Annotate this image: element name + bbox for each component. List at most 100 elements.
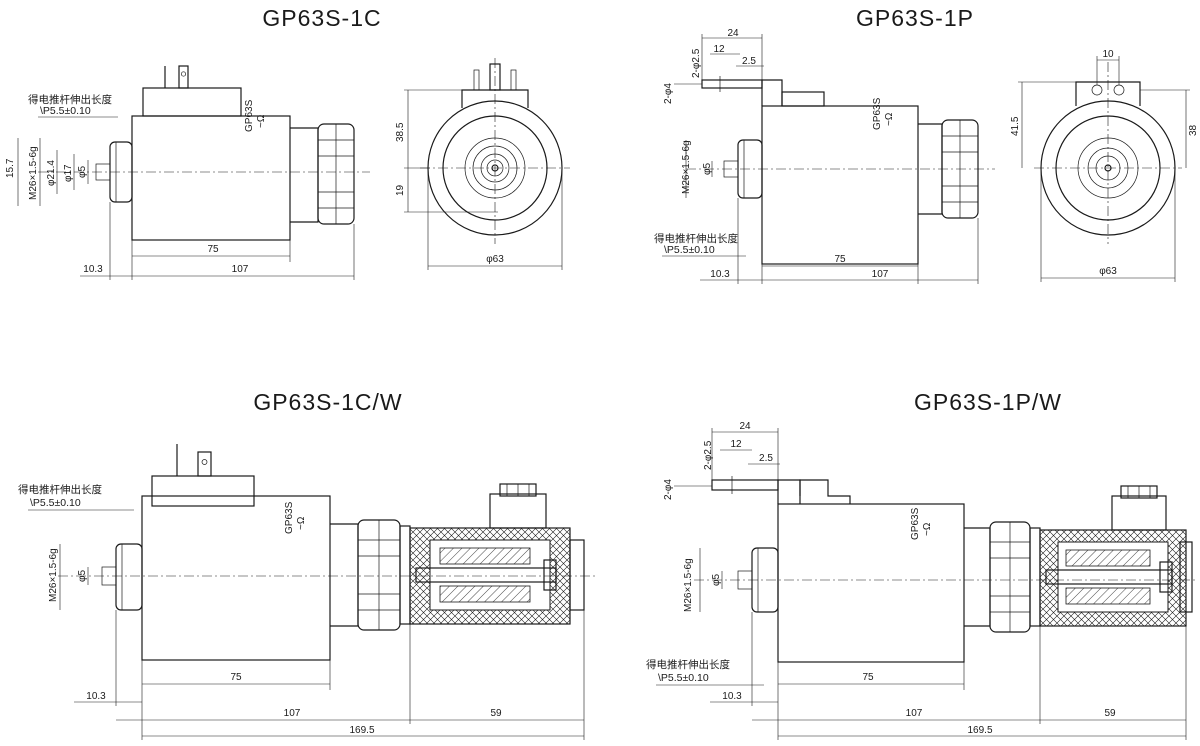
dim-2-d2-5: 2-φ2.5 bbox=[691, 48, 702, 78]
front-view bbox=[420, 58, 570, 244]
coil-body bbox=[777, 503, 965, 663]
stroke-note-label: 得电推杆伸出长度 bbox=[646, 658, 730, 671]
view-title: GP63S-1C bbox=[262, 5, 381, 31]
dim-d5: φ5 bbox=[77, 166, 88, 178]
pin-socket bbox=[701, 79, 763, 89]
dim-d63: φ63 bbox=[486, 254, 504, 265]
plug-housing bbox=[799, 479, 851, 504]
dim-d17: φ17 bbox=[63, 164, 74, 182]
dim-thread: M26×1.5-6g bbox=[28, 146, 39, 200]
dim-75: 75 bbox=[862, 672, 874, 683]
plug-pin bbox=[1091, 84, 1103, 96]
dim-169-5: 169.5 bbox=[967, 725, 992, 736]
terminal-pin bbox=[510, 69, 517, 91]
dim-10-3: 10.3 bbox=[83, 264, 103, 275]
dim-thread: M26×1.5-6g bbox=[683, 558, 694, 612]
dim-2-5: 2.5 bbox=[742, 56, 756, 67]
body-submark: ~Ω bbox=[884, 112, 895, 126]
body-submark: ~Ω bbox=[922, 522, 933, 536]
connector-housing bbox=[151, 475, 255, 507]
dim-d5: φ5 bbox=[77, 570, 88, 582]
dim-75: 75 bbox=[207, 244, 219, 255]
dim-d63: φ63 bbox=[1099, 266, 1117, 277]
stem-cap bbox=[543, 559, 557, 591]
dim-169-5: 169.5 bbox=[349, 725, 374, 736]
dim-2-d4: 2-φ4 bbox=[663, 83, 674, 104]
dim-2-d2-5: 2-φ2.5 bbox=[703, 440, 714, 470]
stroke-note-value: \P5.5±0.10 bbox=[658, 672, 709, 684]
dim-2-d4: 2-φ4 bbox=[663, 479, 674, 500]
view-gp63s-1p-w: GP63S-1P/W bbox=[646, 389, 1198, 740]
connector-housing bbox=[142, 87, 242, 117]
view-title: GP63S-1P bbox=[856, 5, 974, 31]
side-view: GP63S ~Ω bbox=[38, 65, 370, 241]
override-plug bbox=[489, 493, 547, 529]
dim-107: 107 bbox=[284, 708, 301, 719]
body-marking: GP63S bbox=[244, 99, 255, 132]
terminal-hole bbox=[180, 71, 187, 77]
dim-10-3: 10.3 bbox=[722, 691, 742, 702]
terminal-pin bbox=[178, 65, 189, 89]
dim-15-7: 15.7 bbox=[5, 158, 16, 178]
dim-59: 59 bbox=[490, 708, 502, 719]
override-plug bbox=[1111, 495, 1167, 531]
spring-section bbox=[439, 585, 531, 603]
dim-59: 59 bbox=[1104, 708, 1116, 719]
side-view: GP63S ~Ω bbox=[694, 476, 1198, 663]
side-view: GP63S ~Ω bbox=[58, 444, 596, 661]
body-marking: GP63S bbox=[284, 501, 295, 534]
dim-75: 75 bbox=[834, 254, 846, 265]
stem-cap bbox=[1159, 561, 1173, 593]
spring-section bbox=[439, 547, 531, 565]
view-gp63s-1c-w: GP63S-1C/W bbox=[18, 389, 596, 740]
spring-section bbox=[1065, 549, 1151, 567]
dim-d5: φ5 bbox=[702, 163, 713, 175]
nut-shoulder bbox=[964, 527, 991, 627]
stroke-note-label: 得电推杆伸出长度 bbox=[18, 483, 102, 496]
dim-10: 10 bbox=[1102, 49, 1114, 60]
plug-housing bbox=[777, 479, 801, 504]
dim-41-5: 41.5 bbox=[1010, 116, 1021, 136]
dim-d5: φ5 bbox=[711, 574, 722, 586]
dim-107: 107 bbox=[872, 269, 889, 280]
terminal-pin bbox=[197, 451, 212, 477]
adapter-flange bbox=[399, 525, 411, 625]
body-marking: GP63S bbox=[910, 507, 921, 540]
dim-24: 24 bbox=[739, 421, 751, 432]
stroke-note-label: 得电推杆伸出长度 bbox=[28, 93, 112, 106]
dim-75: 75 bbox=[230, 672, 242, 683]
stroke-note-value: \P5.5±0.10 bbox=[664, 244, 715, 256]
body-submark: ~Ω bbox=[296, 516, 307, 530]
dim-19: 19 bbox=[395, 184, 406, 196]
view-title: GP63S-1C/W bbox=[253, 389, 402, 415]
body-marking: GP63S bbox=[872, 97, 883, 130]
end-cap bbox=[569, 539, 585, 611]
nut-shoulder bbox=[330, 523, 359, 627]
view-title: GP63S-1P/W bbox=[914, 389, 1062, 415]
body-submark: ~Ω bbox=[256, 114, 267, 128]
adapter-flange bbox=[1029, 527, 1041, 627]
nut-shoulder bbox=[290, 127, 319, 223]
dim-12: 12 bbox=[730, 439, 742, 450]
terminal-pin bbox=[473, 69, 480, 91]
stroke-note-value: \P5.5±0.10 bbox=[40, 105, 91, 117]
view-gp63s-1c: GP63S-1C GP63S ~Ω 得电推杆伸出长度 \P5.5 bbox=[5, 5, 570, 280]
view-gp63s-1p: GP63S-1P GP63S ~Ω 24 12 2.5 bbox=[654, 5, 1199, 284]
dim-24: 24 bbox=[727, 28, 739, 39]
coil-body bbox=[131, 115, 291, 241]
dim-107: 107 bbox=[232, 264, 249, 275]
pin-socket bbox=[711, 479, 779, 491]
stroke-note-label: 得电推杆伸出长度 bbox=[654, 232, 738, 245]
terminal-hole bbox=[201, 459, 208, 465]
end-cap bbox=[1179, 541, 1193, 613]
dim-10-3: 10.3 bbox=[86, 691, 106, 702]
plug-housing bbox=[781, 91, 825, 107]
dim-d21-4: φ21.4 bbox=[46, 160, 57, 186]
dim-thread: M26×1.5-6g bbox=[48, 548, 59, 602]
plug-housing bbox=[761, 79, 783, 106]
dim-10-3: 10.3 bbox=[710, 269, 730, 280]
dim-107: 107 bbox=[906, 708, 923, 719]
threaded-end bbox=[115, 543, 143, 611]
spring-section bbox=[1065, 587, 1151, 605]
